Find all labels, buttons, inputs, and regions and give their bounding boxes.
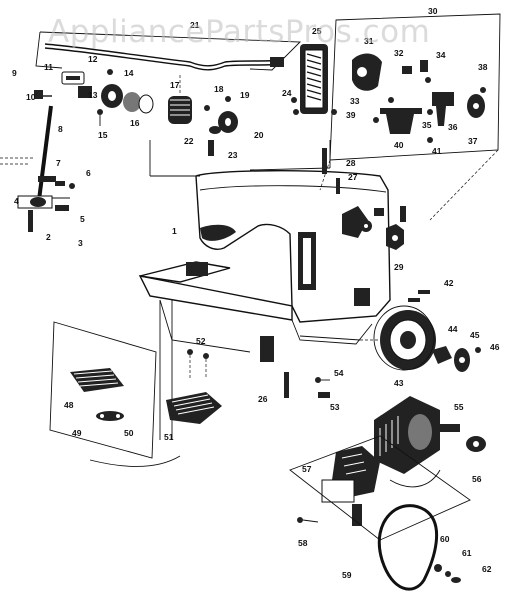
motor-screws — [297, 377, 330, 523]
callout-label-21: 21 — [190, 20, 200, 30]
machine-head-body — [138, 170, 391, 440]
callout-label-23: 23 — [228, 150, 238, 160]
callout-label-17: 17 — [170, 80, 180, 90]
callout-label-50: 50 — [124, 428, 134, 438]
needle-bar-components — [0, 90, 75, 232]
callout-label-20: 20 — [254, 130, 264, 140]
callout-label-24: 24 — [282, 88, 292, 98]
callout-label-51: 51 — [164, 432, 174, 442]
callout-label-38: 38 — [478, 62, 488, 72]
callout-label-55: 55 — [454, 402, 464, 412]
callout-label-44: 44 — [448, 324, 458, 334]
callout-label-60: 60 — [440, 534, 450, 544]
callout-label-53: 53 — [330, 402, 340, 412]
callout-label-10: 10 — [26, 92, 36, 102]
callout-label-29: 29 — [394, 262, 404, 272]
callout-label-32: 32 — [394, 48, 404, 58]
callout-label-34: 34 — [436, 50, 446, 60]
callout-label-46: 46 — [490, 342, 500, 352]
callout-label-57: 57 — [302, 464, 312, 474]
callout-label-52: 52 — [196, 336, 206, 346]
callout-label-2: 2 — [46, 232, 51, 242]
callout-label-25: 25 — [312, 26, 322, 36]
callout-label-3: 3 — [78, 238, 83, 248]
callout-label-58: 58 — [298, 538, 308, 548]
callout-label-14: 14 — [124, 68, 134, 78]
callout-label-5: 5 — [80, 214, 85, 224]
callout-label-48: 48 — [64, 400, 74, 410]
callout-label-35: 35 — [422, 120, 432, 130]
callout-label-9: 9 — [12, 68, 17, 78]
callout-label-15: 15 — [98, 130, 108, 140]
top-cover-plate — [291, 44, 337, 115]
callout-label-19: 19 — [240, 90, 250, 100]
motor-assembly — [289, 396, 486, 541]
callout-label-41: 41 — [432, 146, 442, 156]
callout-label-1: 1 — [172, 226, 177, 236]
callout-label-43: 43 — [394, 378, 404, 388]
callout-label-45: 45 — [470, 330, 480, 340]
callout-label-37: 37 — [468, 136, 478, 146]
callout-label-49: 49 — [72, 428, 82, 438]
callout-label-16: 16 — [130, 118, 140, 128]
callout-label-6: 6 — [86, 168, 91, 178]
shaft-components — [61, 69, 238, 156]
upper-shaft-assembly-frame — [35, 31, 302, 71]
callout-label-11: 11 — [44, 62, 53, 72]
callout-label-40: 40 — [394, 140, 404, 150]
callout-label-31: 31 — [364, 36, 374, 46]
callout-label-59: 59 — [342, 570, 352, 580]
callout-label-39: 39 — [346, 110, 356, 120]
callout-label-33: 33 — [350, 96, 360, 106]
callout-label-56: 56 — [472, 474, 482, 484]
callout-label-30: 30 — [428, 6, 438, 16]
callout-label-13: 13 — [88, 90, 98, 100]
callout-label-18: 18 — [214, 84, 224, 94]
drive-belt — [377, 504, 461, 591]
callout-label-12: 12 — [88, 54, 98, 64]
callout-label-54: 54 — [334, 368, 344, 378]
callout-label-22: 22 — [184, 136, 194, 146]
small-pins — [284, 148, 406, 398]
base-plates-frame — [49, 321, 222, 467]
callout-label-61: 61 — [462, 548, 472, 558]
callout-label-26: 26 — [258, 394, 268, 404]
callout-label-28: 28 — [346, 158, 356, 168]
callout-label-7: 7 — [56, 158, 61, 168]
callout-label-8: 8 — [58, 124, 63, 134]
handwheel-assembly — [360, 290, 481, 372]
callout-label-4: 4 — [14, 196, 19, 206]
callout-label-36: 36 — [448, 122, 458, 132]
callout-label-27: 27 — [348, 172, 358, 182]
callout-label-42: 42 — [444, 278, 454, 288]
callout-label-62: 62 — [482, 564, 492, 574]
